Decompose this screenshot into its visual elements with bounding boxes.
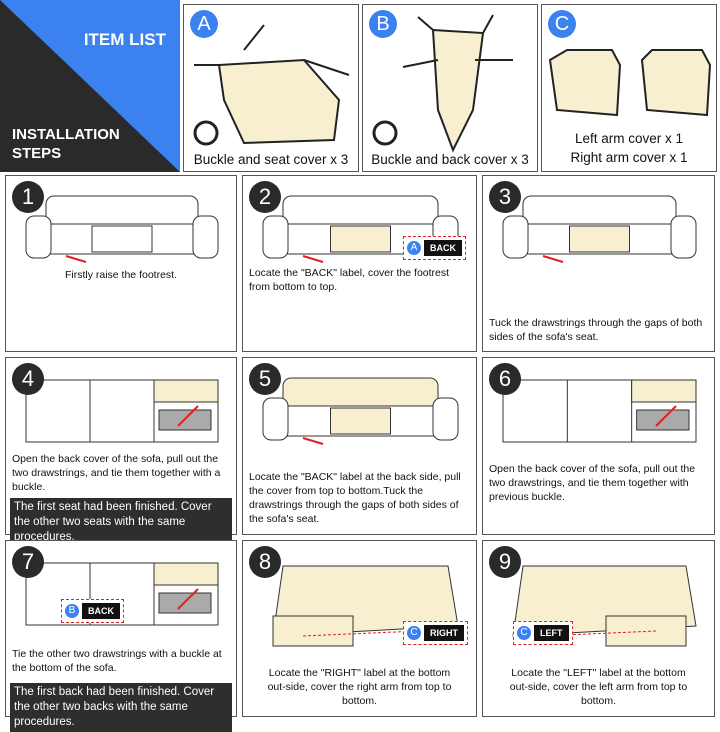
step-number: 2	[249, 181, 281, 213]
step-instruction: Open the back cover of the sofa, pull ou…	[12, 453, 221, 493]
item-a: A Buckle and seat cover x 3	[183, 4, 359, 172]
sofa-illustration	[262, 377, 459, 445]
label-letter-badge: B	[65, 604, 79, 618]
item-letter-badge: C	[548, 10, 576, 38]
label-letter-badge: A	[407, 241, 421, 255]
step-note: The first seat had been finished. Cover …	[10, 498, 232, 547]
step-instruction: Locate the "LEFT" label at the bottom ou…	[509, 667, 688, 707]
item-caption: Buckle and back cover x 3	[371, 152, 529, 167]
sofa-back-illustration	[25, 379, 219, 443]
step-number: 8	[249, 546, 281, 578]
step-instruction: Locate the "BACK" label at the back side…	[249, 471, 461, 525]
label-letter-badge: C	[517, 626, 531, 640]
installation-steps-title: INSTALLATION STEPS	[12, 126, 120, 162]
label-text: LEFT	[534, 625, 569, 641]
label-text: RIGHT	[424, 625, 464, 641]
step-number: 6	[489, 363, 521, 395]
item-caption: Buckle and seat cover x 3	[193, 152, 349, 167]
item-letter-badge: A	[190, 10, 218, 38]
step-instruction: Tuck the drawstrings through the gaps of…	[489, 317, 703, 343]
recliner-illustration	[512, 565, 697, 647]
step-number: 3	[489, 181, 521, 213]
sofa-illustration	[25, 195, 219, 263]
label-text: BACK	[82, 603, 120, 619]
step-instruction: Tie the other two drawstrings with a buc…	[12, 648, 222, 674]
step-number: 4	[12, 363, 44, 395]
seat-cover-illustration	[193, 24, 350, 146]
step-instruction: Firstly raise the footrest.	[64, 269, 178, 281]
label-letter-badge: C	[407, 626, 421, 640]
buckle-icon	[193, 120, 219, 146]
item-letter-badge: B	[369, 10, 397, 38]
back-cover-illustration	[372, 14, 513, 153]
item-b: B Buckle and back cover x 3	[362, 4, 538, 172]
buckle-icon	[372, 120, 398, 146]
step-number: 9	[489, 546, 521, 578]
item-list-title: ITEM LIST	[83, 30, 166, 49]
step-instruction: Open the back cover of the sofa, pull ou…	[489, 463, 696, 503]
step-number: 5	[249, 363, 281, 395]
step-instruction: Locate the "RIGHT" label at the bottom o…	[267, 667, 452, 707]
header-panel: ITEM LIST INSTALLATION STEPS	[0, 0, 180, 172]
step-note: The first back had been finished. Cover …	[10, 683, 232, 732]
step-number: 1	[12, 181, 44, 213]
recliner-illustration	[272, 565, 459, 647]
step-number: 7	[12, 546, 44, 578]
sofa-back-illustration	[502, 379, 697, 443]
label-text: BACK	[424, 240, 462, 256]
sofa-illustration	[502, 195, 697, 263]
step-instruction: Locate the "BACK" label, cover the footr…	[249, 267, 450, 293]
arm-covers-illustration	[548, 49, 712, 117]
